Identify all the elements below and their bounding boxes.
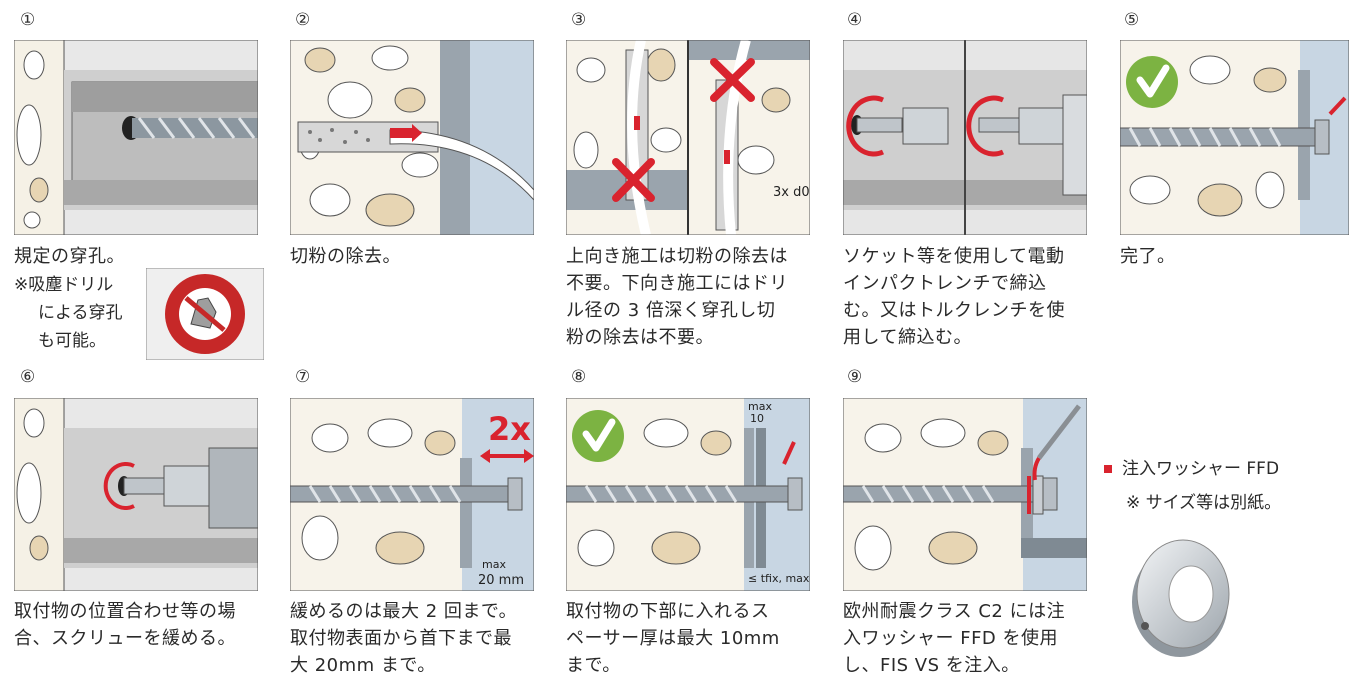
step-4-number: ④ — [847, 10, 863, 30]
bullet-icon — [1104, 465, 1112, 473]
step-5-caption: 完了。 — [1120, 243, 1176, 270]
caption-line: 用して締込む。 — [843, 327, 972, 348]
caption-line: 切粉の除去。 — [290, 246, 401, 267]
caption-line: 大 20mm まで。 — [290, 655, 436, 676]
step-1-illustration — [14, 40, 258, 235]
max-dim-label: 20 mm — [478, 573, 524, 588]
caption-line: 取付物表面から首下まで最 — [290, 628, 512, 649]
caption-line: 緩めるのは最大 2 回まで。 — [290, 601, 518, 622]
step-7-illustration: 2x max 20 mm — [290, 398, 534, 591]
step-1-number: ① — [20, 10, 36, 30]
step-6-illustration — [14, 398, 258, 591]
note-line-3: も可能。 — [38, 331, 106, 351]
step-4-illustration — [843, 40, 1087, 235]
product-title-text: 注入ワッシャー FFD — [1122, 459, 1280, 479]
caption-line: 欧州耐震クラス C2 には注 — [843, 601, 1066, 622]
step-3-number: ③ — [571, 10, 587, 30]
step-9-illustration — [843, 398, 1087, 591]
caption-line: まで。 — [566, 655, 621, 676]
step-1-caption: 規定の穿孔。 — [14, 243, 125, 270]
note-mark: ※ — [14, 275, 29, 295]
caption-line: む。又はトルクレンチを使 — [843, 300, 1065, 321]
step-7-caption: 緩めるのは最大 2 回まで。 取付物表面から首下まで最 大 20mm まで。 — [290, 598, 517, 679]
caption-line: 完了。 — [1120, 246, 1176, 267]
step-5-illustration — [1120, 40, 1349, 235]
caption-line: 規定の穿孔。 — [14, 246, 125, 267]
product-title: 注入ワッシャー FFD — [1104, 456, 1279, 482]
step-6-caption: 取付物の位置合わせ等の場 合、スクリューを緩める。 — [14, 598, 236, 652]
step-6-number: ⑥ — [20, 367, 36, 387]
caption-line: 取付物の下部に入れるス — [566, 601, 770, 622]
caption-line: 入ワッシャー FFD を使用 — [843, 628, 1059, 649]
no-drill-hole-cleaning-badge — [145, 267, 265, 361]
step-2-caption: 切粉の除去。 — [290, 243, 401, 270]
tfix-label: ≤ tfix, max — [748, 572, 810, 585]
caption-line: 上向き施工は切粉の除去は — [566, 246, 788, 267]
max-label: max — [748, 400, 772, 413]
caption-line: 取付物の位置合わせ等の場 — [14, 601, 236, 622]
note-line-1: ※吸塵ドリル — [14, 272, 113, 298]
step-2-illustration — [290, 40, 534, 235]
caption-line: ル径の 3 倍深く穿孔し切 — [566, 300, 776, 321]
caption-line: し、FIS VS を注入。 — [843, 655, 1020, 676]
max-dim-label: 10 — [750, 412, 764, 425]
step-8-number: ⑧ — [571, 367, 587, 387]
max-label: max — [482, 558, 506, 571]
caption-line: インパクトレンチで締込 — [843, 273, 1047, 294]
depth-label: 3x d0 — [773, 185, 810, 200]
step-4-caption: ソケット等を使用して電動 インパクトレンチで締込 む。又はトルクレンチを使 用し… — [843, 243, 1065, 351]
caption-line: ペーサー厚は最大 10mm — [566, 628, 780, 649]
caption-line: ソケット等を使用して電動 — [843, 246, 1065, 267]
ffd-washer-image — [1125, 522, 1235, 662]
caption-line: 粉の除去は不要。 — [566, 327, 714, 348]
caption-line: 不要。下向き施工にはドリ — [566, 273, 788, 294]
step-5-number: ⑤ — [1124, 10, 1140, 30]
step-2-number: ② — [295, 10, 311, 30]
step-3-illustration: 3x d0 — [566, 40, 810, 235]
step-8-illustration: max 10 ≤ tfix, max — [566, 398, 810, 591]
step-8-caption: 取付物の下部に入れるス ペーサー厚は最大 10mm まで。 — [566, 598, 780, 679]
product-subtitle: ※ サイズ等は別紙。 — [1126, 493, 1282, 513]
note-line-2: による穿孔 — [38, 303, 123, 323]
note-text-1: 吸塵ドリル — [28, 275, 114, 295]
caption-line: 合、スクリューを緩める。 — [14, 628, 236, 649]
step-9-caption: 欧州耐震クラス C2 には注 入ワッシャー FFD を使用 し、FIS VS を… — [843, 598, 1065, 679]
step-7-number: ⑦ — [295, 367, 311, 387]
step-9-number: ⑨ — [847, 367, 863, 387]
step-3-caption: 上向き施工は切粉の除去は 不要。下向き施工にはドリ ル径の 3 倍深く穿孔し切 … — [566, 243, 788, 351]
twice-label: 2x — [488, 410, 531, 448]
